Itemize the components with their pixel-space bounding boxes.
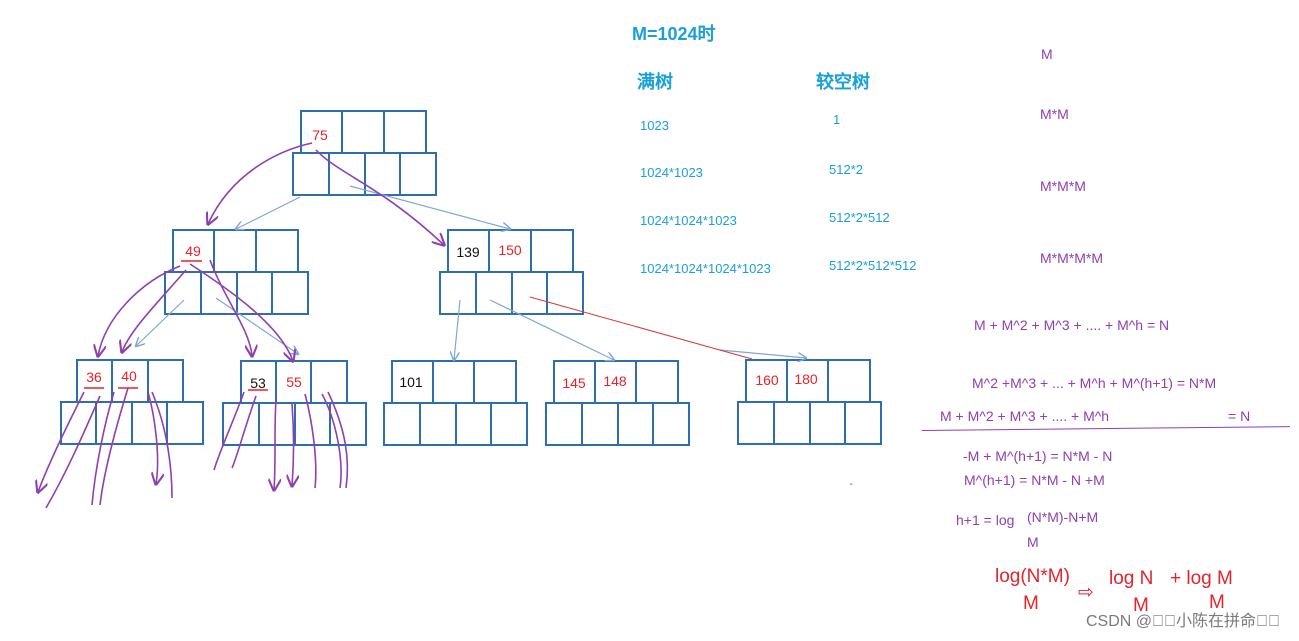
key-55: 55 <box>286 374 302 390</box>
key-180: 180 <box>794 371 818 387</box>
sparse-row-4: 512*2*512*512 <box>829 258 917 273</box>
equation-6-prefix: h+1 = log <box>956 512 1015 528</box>
key-101: 101 <box>399 374 423 390</box>
equation-3-left: M + M^2 + M^3 + .... + M^h <box>940 408 1110 424</box>
keys: 75 49 139 150 36 40 53 55 101 145 148 16… <box>86 127 852 490</box>
key-145: 145 <box>562 375 586 391</box>
node-root <box>292 110 437 196</box>
final-log-n: log N <box>1109 568 1154 589</box>
final-base-2: M <box>1133 595 1149 616</box>
key-underlines <box>84 260 268 391</box>
key-36: 36 <box>86 369 102 385</box>
key-53: 53 <box>250 375 266 391</box>
sparse-row-3: 512*2*512 <box>829 210 890 225</box>
full-row-1: 1023 <box>640 118 669 133</box>
m-power-3: M*M*M <box>1040 178 1086 194</box>
equation-6-base: M <box>1027 534 1039 550</box>
final-log-nm: log(N*M) <box>995 566 1070 587</box>
equation-1: M + M^2 + M^3 + .... + M^h = N <box>974 317 1170 333</box>
search-traces <box>38 142 444 509</box>
red-pointer <box>529 296 753 360</box>
equation-4: -M + M^(h+1) = N*M - N <box>963 448 1113 464</box>
full-row-3: 1024*1024*1023 <box>640 213 737 228</box>
implies-arrow-icon: ⇨ <box>1078 582 1094 603</box>
node-l2-a <box>60 359 204 445</box>
final-base-3: M <box>1209 592 1225 613</box>
key-160: 160 <box>755 372 779 388</box>
equation-3-right: = N <box>1228 408 1251 424</box>
final-base-1: M <box>1023 593 1039 614</box>
m-power-1: M <box>1041 46 1053 62</box>
equation-5: M^(h+1) = N*M - N +M <box>964 472 1105 488</box>
key-40: 40 <box>121 368 137 384</box>
equation-6-argument: (N*M)-N+M <box>1027 509 1099 525</box>
m-power-2: M*M <box>1040 106 1069 122</box>
key-75: 75 <box>312 127 328 143</box>
node-l2-e <box>737 359 882 445</box>
sparse-row-2: 512*2 <box>829 162 863 177</box>
equation-2: M^2 +M^3 + ... + M^h + M^(h+1) = N*M <box>972 375 1217 391</box>
stray-dash: - <box>849 479 852 490</box>
table-title: M=1024时 <box>632 24 716 44</box>
key-49: 49 <box>185 243 201 259</box>
key-139: 139 <box>456 244 480 260</box>
final-plus-log-m: + log M <box>1170 568 1233 589</box>
key-150: 150 <box>498 242 522 258</box>
col-full-header: 满树 <box>637 72 673 92</box>
sparse-row-1: 1 <box>833 112 841 127</box>
key-148: 148 <box>603 373 627 389</box>
m-power-4: M*M*M*M <box>1040 250 1103 266</box>
full-row-2: 1024*1023 <box>640 165 703 180</box>
csdn-watermark: CSDN @  小陈在拼命   <box>1086 613 1281 630</box>
col-sparse-header: 较空树 <box>816 72 870 92</box>
child-pointers <box>136 185 806 360</box>
full-row-4: 1024*1024*1024*1023 <box>640 261 771 276</box>
